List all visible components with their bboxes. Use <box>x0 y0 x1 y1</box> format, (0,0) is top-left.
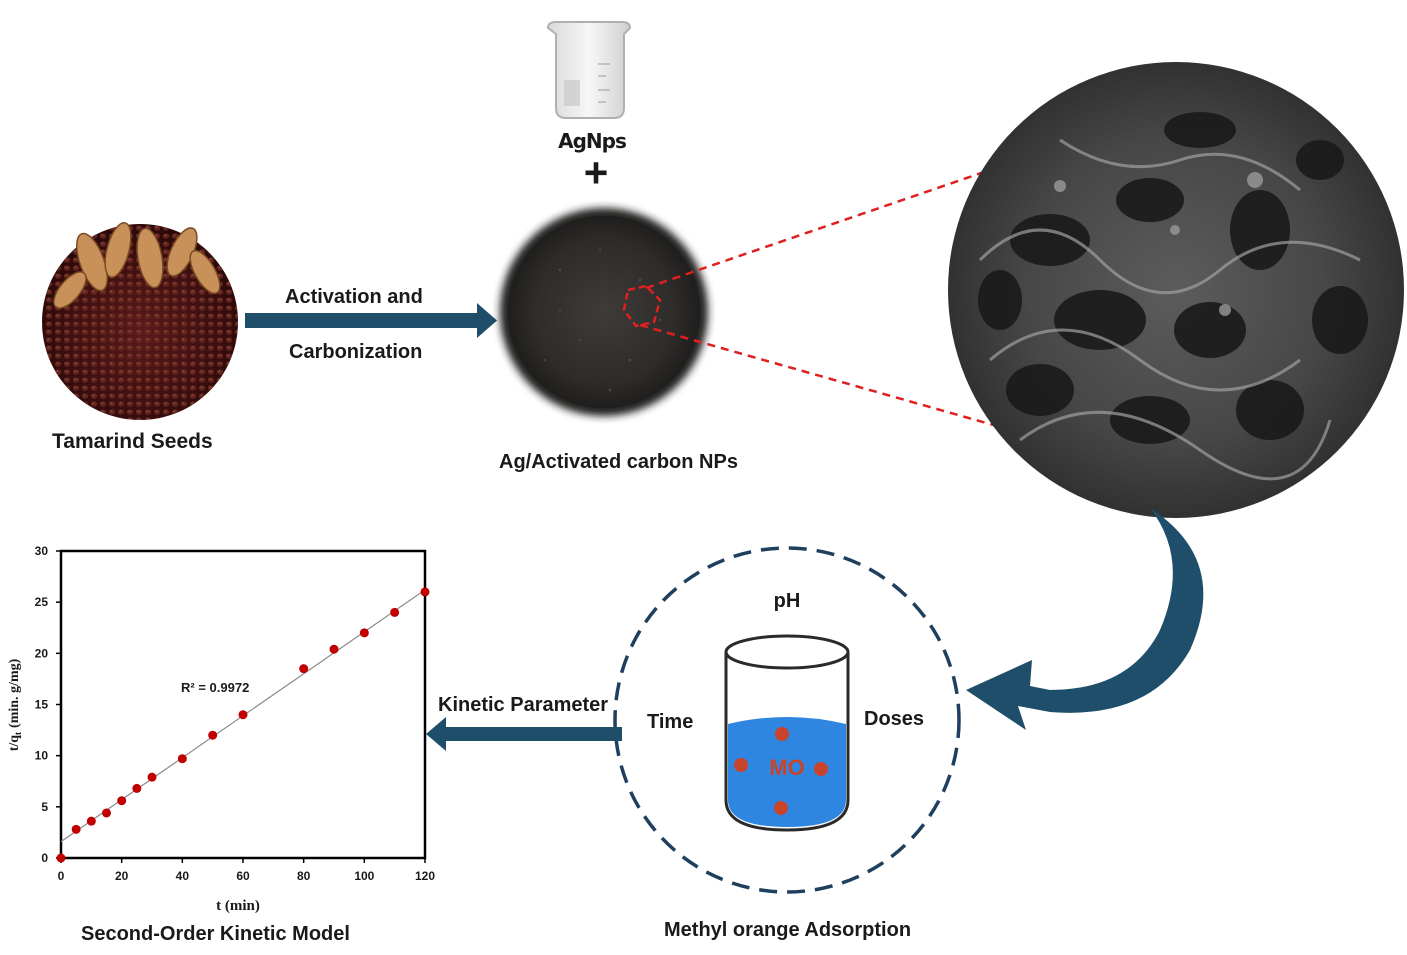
tamarind-seeds-image <box>42 222 238 420</box>
x-tick-label: 0 <box>58 869 65 883</box>
svg-text:t/qt(min. g/mg): t/qt(min. g/mg) <box>7 658 23 751</box>
y-tick-label: 10 <box>35 749 49 763</box>
seeds-label: Tamarind Seeds <box>52 430 213 453</box>
activation-label-line1: Activation and <box>285 286 423 308</box>
kinetic-label: Kinetic Parameter <box>438 694 609 716</box>
activation-arrow <box>245 303 497 338</box>
x-tick-label: 40 <box>176 869 190 883</box>
data-point <box>102 808 111 818</box>
x-tick-label: 20 <box>115 869 129 883</box>
activation-label-line2: Carbonization <box>289 341 423 363</box>
model-label: Second-Order Kinetic Model <box>81 923 350 945</box>
data-point <box>132 783 142 793</box>
data-point <box>329 644 339 654</box>
adsorption-circle <box>613 546 961 894</box>
beaker-icon <box>546 21 632 119</box>
mo-label: MO <box>769 755 805 780</box>
carbon-label: Ag/Activated carbon NPs <box>499 451 738 473</box>
data-point <box>359 628 369 638</box>
y-axis-label: t/qt(min. g/mg) <box>7 658 23 751</box>
activated-carbon-image <box>500 208 708 416</box>
data-point <box>177 754 187 764</box>
plot-frame <box>59 549 427 860</box>
data-point <box>71 824 81 834</box>
x-tick-label: 80 <box>297 869 311 883</box>
y-tick-label: 5 <box>41 800 48 814</box>
data-point <box>208 730 218 740</box>
plus-sign: + <box>583 149 609 196</box>
y-tick-label: 30 <box>35 544 49 558</box>
adsorption-label: Methyl orange Adsorption <box>664 919 912 941</box>
r-squared-annotation: R² = 0.9972 <box>181 680 249 695</box>
curved-arrow <box>966 508 1204 730</box>
x-tick-label: 120 <box>415 869 435 883</box>
doses-label: Doses <box>864 708 925 730</box>
sem-micrograph-image <box>948 62 1404 518</box>
zoom-indicator <box>622 168 1005 430</box>
mo-particles <box>734 727 828 815</box>
time-label: Time <box>647 711 694 733</box>
y-tick-label: 25 <box>35 595 49 609</box>
kinetic-chart: 0 5 10 15 20 25 30 0 20 40 60 80 100 120 R² = 0.9972… <box>7 544 435 914</box>
data-point <box>420 587 430 597</box>
y-tick-label: 15 <box>35 698 49 712</box>
x-axis-label: t (min) <box>216 898 260 914</box>
agnps-label: AgNps <box>558 129 627 153</box>
data-point <box>299 664 309 674</box>
data-point <box>147 772 157 782</box>
x-tick-label: 100 <box>354 869 374 883</box>
ph-label: pH <box>773 590 801 612</box>
data-point <box>390 607 400 617</box>
data-point <box>117 796 127 806</box>
x-tick-label: 60 <box>236 869 250 883</box>
data-point <box>56 853 66 863</box>
kinetic-arrow <box>426 717 622 751</box>
adsorption-beaker <box>724 634 850 832</box>
y-tick-label: 0 <box>41 851 48 865</box>
data-point <box>238 710 248 720</box>
data-point <box>86 816 96 826</box>
y-tick-label: 20 <box>35 646 49 660</box>
